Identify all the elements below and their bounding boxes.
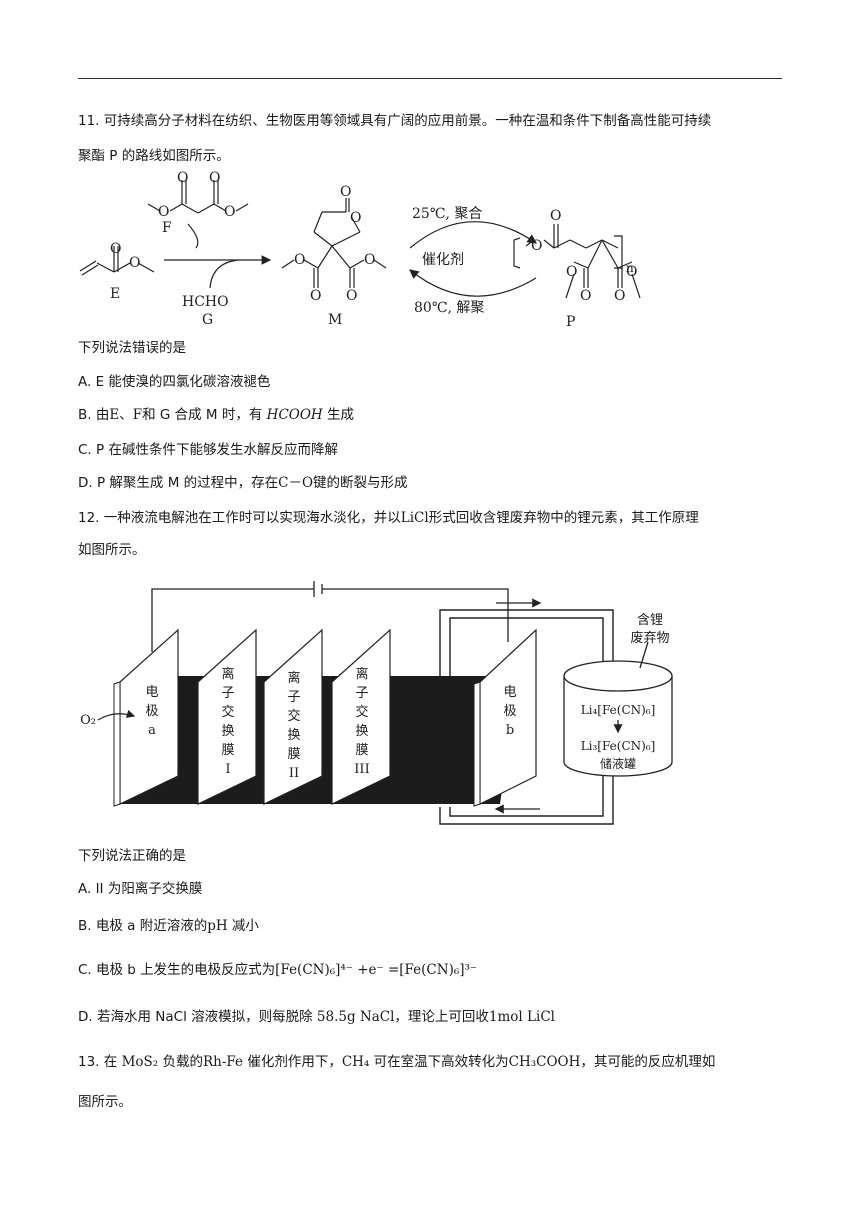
storage-tank <box>563 641 673 777</box>
q12-electrolysis-diagram: O₂电极a离子交换膜I离子交换膜II离子交换膜III电极b含锂废弃物Li₄[Fe… <box>80 581 673 825</box>
q11-stem-line2: 聚酯 P 的路线如图所示。 <box>78 148 230 164</box>
label-membrane-2-char: 换 <box>287 728 300 743</box>
label-tank-name: 储液罐 <box>600 756 636 771</box>
q12-stem-line1: 12. 一种液流电解池在工作时可以实现海水淡化，并以LiCl形式回收含锂废弃物中… <box>78 510 699 526</box>
label-waste-line1: 含锂 <box>637 612 663 628</box>
q11-option-d: D. P 解聚生成 M 的过程中，存在C－O键的断裂与形成 <box>78 475 408 491</box>
label-electrode-a-char: 极 <box>145 704 158 719</box>
q13-stem-line2: 图所示。 <box>78 1094 132 1110</box>
label-tank-top: Li₄[Fe(CN)₆] <box>581 703 656 717</box>
label-g-formula: HCHO <box>182 294 229 310</box>
label-electrode-a-char: a <box>148 723 156 738</box>
label-o2: O₂ <box>80 713 96 728</box>
svg-text:O: O <box>531 238 542 254</box>
electrode-b <box>473 628 537 807</box>
svg-text:O: O <box>209 170 220 186</box>
q12-option-b: B. 电极 a 附近溶液的pH 减小 <box>78 918 259 934</box>
membrane-1 <box>197 628 257 805</box>
label-membrane-2-char: 离 <box>287 670 300 686</box>
label-g: G <box>202 312 213 328</box>
label-membrane-3-char: 交 <box>355 704 368 720</box>
label-membrane-2-char: 子 <box>287 690 300 705</box>
molecule-p <box>513 224 641 299</box>
svg-text:O: O <box>158 204 169 220</box>
label-electrode-b-char: 极 <box>503 704 516 719</box>
label-p: P <box>566 314 575 330</box>
label-tank-bottom: Li₃[Fe(CN)₆] <box>581 739 656 753</box>
label-electrode-a-char: 电 <box>145 685 158 700</box>
label-e: E <box>110 286 120 302</box>
svg-text:O: O <box>340 184 351 200</box>
header-rule <box>78 78 782 79</box>
label-membrane-3-char: 子 <box>355 686 368 701</box>
q11-stem-line1: 11. 可持续高分子材料在纺织、生物医用等领域具有广阔的应用前景。一种在温和条件… <box>78 113 712 129</box>
label-n: n <box>626 261 634 275</box>
label-membrane-2-char: 膜 <box>287 747 300 762</box>
svg-text:O: O <box>566 264 577 280</box>
label-electrode-b-char: 电 <box>503 685 516 700</box>
svg-text:O: O <box>310 288 321 304</box>
svg-text:O: O <box>626 264 637 280</box>
svg-text:O: O <box>224 204 235 220</box>
label-m: M <box>328 312 342 328</box>
label-membrane-2-char: 交 <box>287 708 300 724</box>
svg-text:O: O <box>110 241 121 257</box>
label-membrane-3-char: III <box>354 762 369 777</box>
membrane-3 <box>331 628 391 805</box>
svg-text:O: O <box>580 288 591 304</box>
label-membrane-1-char: 子 <box>221 686 234 701</box>
label-electrode-b-char: b <box>506 723 514 738</box>
molecule-m <box>281 198 387 288</box>
q11-option-c: C. P 在碱性条件下能够发生水解反应而降解 <box>78 442 338 458</box>
label-f: F <box>162 220 172 236</box>
label-membrane-2-char: II <box>289 766 299 781</box>
molecule-e <box>79 246 155 276</box>
q11-option-b: B. 由E、F和 G 合成 M 时，有 HCOOH 生成 <box>78 407 354 423</box>
q12-option-a: A. II 为阳离子交换膜 <box>78 881 203 897</box>
label-membrane-3-char: 膜 <box>355 743 368 758</box>
svg-text:O: O <box>550 208 561 224</box>
condition-catalyst: 催化剂 <box>422 252 464 268</box>
q12-prompt: 下列说法正确的是 <box>78 848 186 864</box>
molecule-f <box>147 180 249 214</box>
q11-prompt: 下列说法错误的是 <box>78 340 186 356</box>
label-membrane-1-char: 膜 <box>221 743 234 758</box>
condition-forward: 25℃, 聚合 <box>412 206 482 222</box>
q13-stem-line1: 13. 在 MoS₂ 负载的Rh-Fe 催化剂作用下，CH₄ 可在室温下高效转化… <box>78 1054 716 1070</box>
svg-text:O: O <box>129 255 140 271</box>
q12-option-d: D. 若海水用 NaCl 溶液模拟，则每脱除 58.5g NaCl，理论上可回收… <box>78 1009 555 1025</box>
label-membrane-1-char: 离 <box>221 666 234 682</box>
svg-text:O: O <box>350 210 361 226</box>
q12-stem-line2: 如图所示。 <box>78 542 146 558</box>
label-membrane-1-char: 交 <box>221 704 234 720</box>
svg-text:O: O <box>346 288 357 304</box>
condition-reverse: 80℃, 解聚 <box>414 300 484 316</box>
svg-text:O: O <box>177 170 188 186</box>
svg-text:O: O <box>364 252 375 268</box>
label-membrane-1-char: 换 <box>221 724 234 739</box>
electrode-a <box>113 628 179 807</box>
membrane-2 <box>263 628 323 805</box>
label-membrane-3-char: 换 <box>355 724 368 739</box>
svg-text:O: O <box>614 288 625 304</box>
q11-option-a: A. E 能使溴的四氯化碳溶液褪色 <box>78 374 271 390</box>
label-waste-line2: 废弃物 <box>630 630 669 646</box>
label-membrane-1-char: I <box>225 762 230 777</box>
label-membrane-3-char: 离 <box>355 666 368 682</box>
q12-option-c: C. 电极 b 上发生的电极反应式为[Fe(CN)₆]⁴⁻ +e⁻ =[Fe(C… <box>78 962 478 978</box>
svg-text:O: O <box>294 252 305 268</box>
